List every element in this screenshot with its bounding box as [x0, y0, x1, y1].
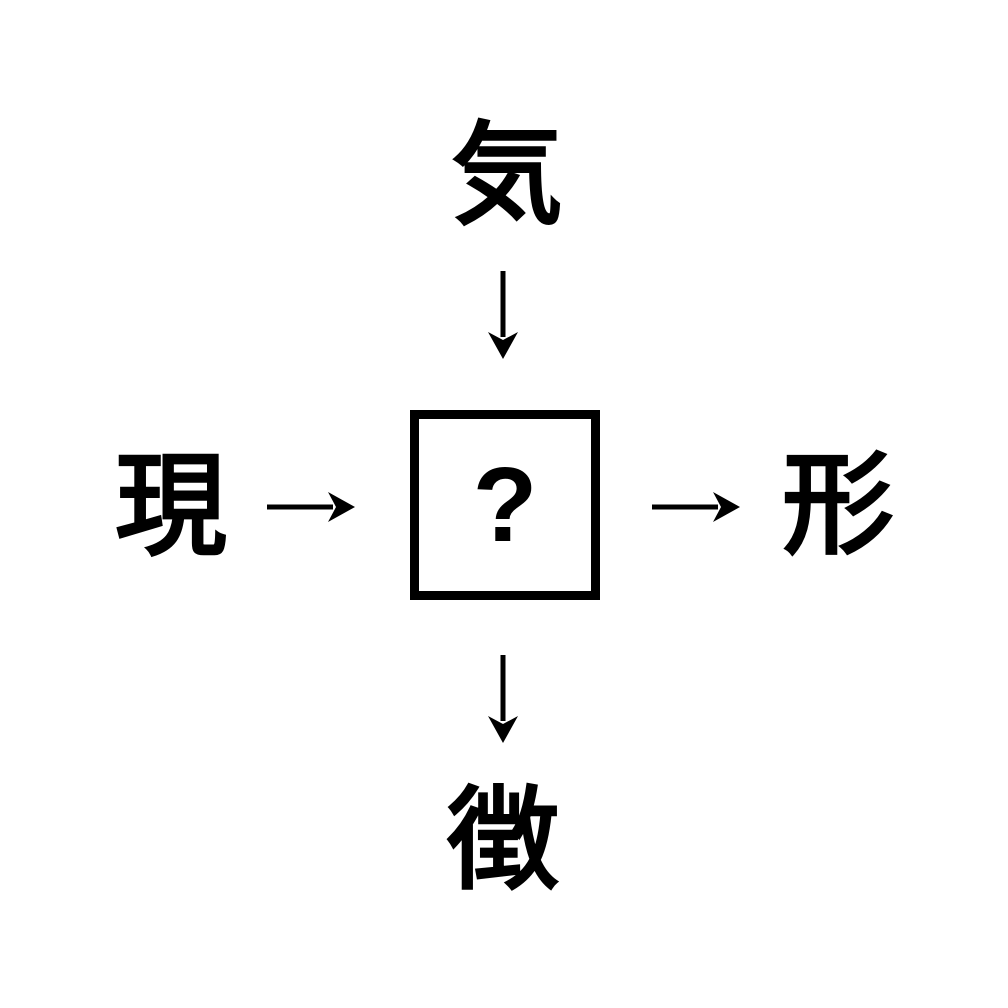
- kanji-bottom: 徴: [447, 778, 559, 903]
- arrow-down-icon: [488, 655, 518, 743]
- kanji-left: 現: [115, 444, 227, 569]
- kanji-top: 気: [451, 113, 563, 238]
- question-mark: ?: [472, 446, 538, 564]
- answer-box: ?: [410, 410, 600, 600]
- kanji-right: 形: [782, 443, 894, 568]
- arrow-right-icon: [267, 492, 355, 522]
- arrow-down-icon: [488, 271, 518, 359]
- arrow-right-icon: [652, 492, 740, 522]
